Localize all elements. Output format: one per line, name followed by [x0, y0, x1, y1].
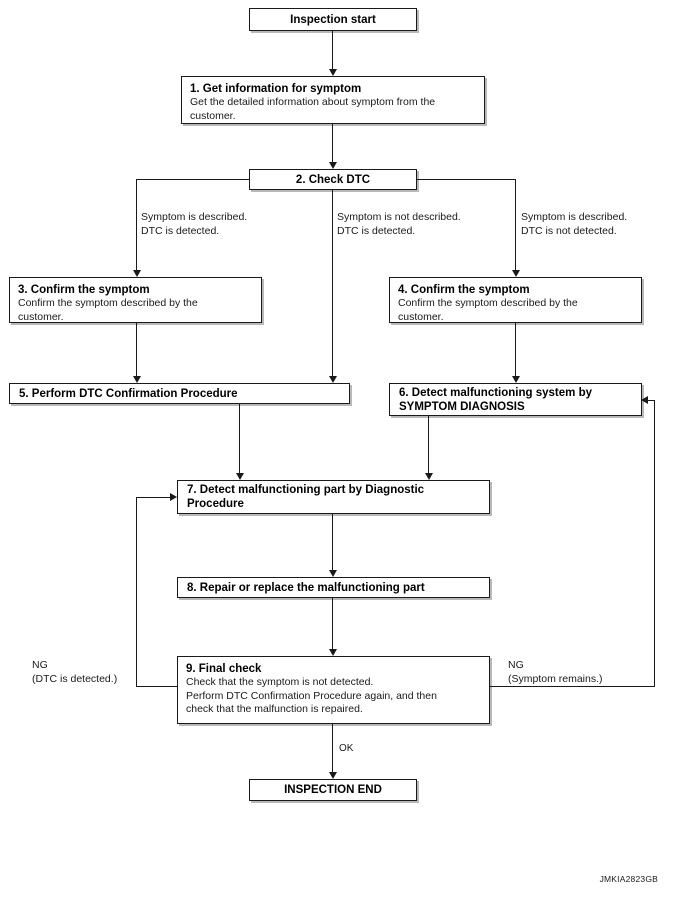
arrowhead-ng-right-to-step6	[641, 396, 648, 404]
node-step-3[interactable]: 3. Confirm the symptom Confirm the sympt…	[9, 277, 262, 323]
edge-ng-right-top	[648, 400, 655, 402]
node-step-5-title: 5. Perform DTC Confirmation Procedure	[19, 387, 238, 400]
edge-step5-to-step7	[239, 404, 241, 473]
node-step-3-title: 3. Confirm the symptom	[18, 284, 150, 296]
node-step-7[interactable]: 7. Detect malfunctioning part by Diagnos…	[177, 480, 490, 514]
arrowhead-step5-to-step7	[236, 473, 244, 480]
node-step-3-body: Confirm the symptom described by the cus…	[18, 297, 198, 323]
edge-step2-branch-left-horizontal	[136, 179, 250, 181]
arrowhead-step9-to-end	[329, 772, 337, 779]
edge-step2-branch-right-horizontal	[416, 179, 516, 181]
edge-ng-right-vertical	[654, 400, 656, 687]
edge-step2-branch-middle-vertical	[332, 190, 334, 376]
edge-start-to-step1	[332, 31, 334, 69]
node-step-9-title: 9. Final check	[186, 663, 262, 675]
node-step-8-title: 8. Repair or replace the malfunctioning …	[187, 581, 425, 594]
node-inspection-start[interactable]: Inspection start	[249, 8, 417, 31]
edge-step3-to-step5	[136, 323, 138, 376]
arrowhead-step2-to-step3	[133, 270, 141, 277]
node-inspection-end-title: INSPECTION END	[284, 784, 382, 796]
edge-step2-branch-left-vertical	[136, 179, 138, 270]
label-ok: OK	[339, 743, 354, 754]
label-ng-left: NG (DTC is detected.)	[32, 659, 118, 685]
node-step-7-title: 7. Detect malfunctioning part by Diagnos…	[187, 484, 425, 510]
edge-step2-branch-right-vertical	[515, 179, 517, 270]
node-step-4-body: Confirm the symptom described by the cus…	[398, 297, 578, 323]
edge-ng-left-vertical	[136, 497, 138, 687]
node-step-1-body: Get the detailed information about sympt…	[190, 96, 436, 122]
arrowhead-step7-to-step8	[329, 570, 337, 577]
arrowhead-step3-to-step5	[133, 376, 141, 383]
node-step-1[interactable]: 1. Get information for symptom Get the d…	[181, 76, 485, 124]
edge-step4-to-step6	[515, 323, 517, 376]
node-step-1-title: 1. Get information for symptom	[190, 83, 362, 95]
node-step-6[interactable]: 6. Detect malfunctioning system by SYMPT…	[389, 383, 642, 416]
arrowhead-step2-to-step4	[512, 270, 520, 277]
node-step-2[interactable]: 2. Check DTC	[249, 169, 417, 190]
label-ng-right: NG (Symptom remains.)	[508, 659, 603, 685]
arrowhead-start-to-step1	[329, 69, 337, 76]
node-step-4[interactable]: 4. Confirm the symptom Confirm the sympt…	[389, 277, 642, 323]
node-step-9-body: Check that the symptom is not detected. …	[186, 676, 437, 715]
arrowhead-step8-to-step9	[329, 649, 337, 656]
edge-ng-left-top	[136, 497, 170, 499]
node-step-5[interactable]: 5. Perform DTC Confirmation Procedure	[9, 383, 350, 404]
edge-step1-to-step2	[332, 124, 334, 162]
arrowhead-step6-to-step7	[425, 473, 433, 480]
edge-step8-to-step9	[332, 598, 334, 649]
node-step-2-title: 2. Check DTC	[295, 173, 371, 186]
arrowhead-step2-to-step5	[329, 376, 337, 383]
node-step-4-title: 4. Confirm the symptom	[398, 284, 530, 296]
node-step-8[interactable]: 8. Repair or replace the malfunctioning …	[177, 577, 490, 598]
edge-step6-to-step7	[428, 416, 430, 473]
label-branch-middle: Symptom is not described. DTC is detecte…	[337, 211, 461, 237]
node-step-9[interactable]: 9. Final check Check that the symptom is…	[177, 656, 490, 724]
arrowhead-step4-to-step6	[512, 376, 520, 383]
label-branch-left: Symptom is described. DTC is detected.	[141, 211, 248, 237]
label-branch-right: Symptom is described. DTC is not detecte…	[521, 211, 628, 237]
node-step-6-title: 6. Detect malfunctioning system by SYMPT…	[399, 386, 592, 413]
figure-id-label: JMKIA2823GB	[599, 874, 658, 884]
node-inspection-end[interactable]: INSPECTION END	[249, 779, 417, 801]
edge-ng-left-bottom	[136, 686, 178, 688]
edge-ng-right-bottom	[489, 686, 655, 688]
arrowhead-step1-to-step2	[329, 162, 337, 169]
arrowhead-ng-left-to-step7	[170, 493, 177, 501]
edge-step7-to-step8	[332, 514, 334, 570]
node-inspection-start-title: Inspection start	[290, 13, 376, 26]
edge-step9-to-end	[332, 724, 334, 772]
